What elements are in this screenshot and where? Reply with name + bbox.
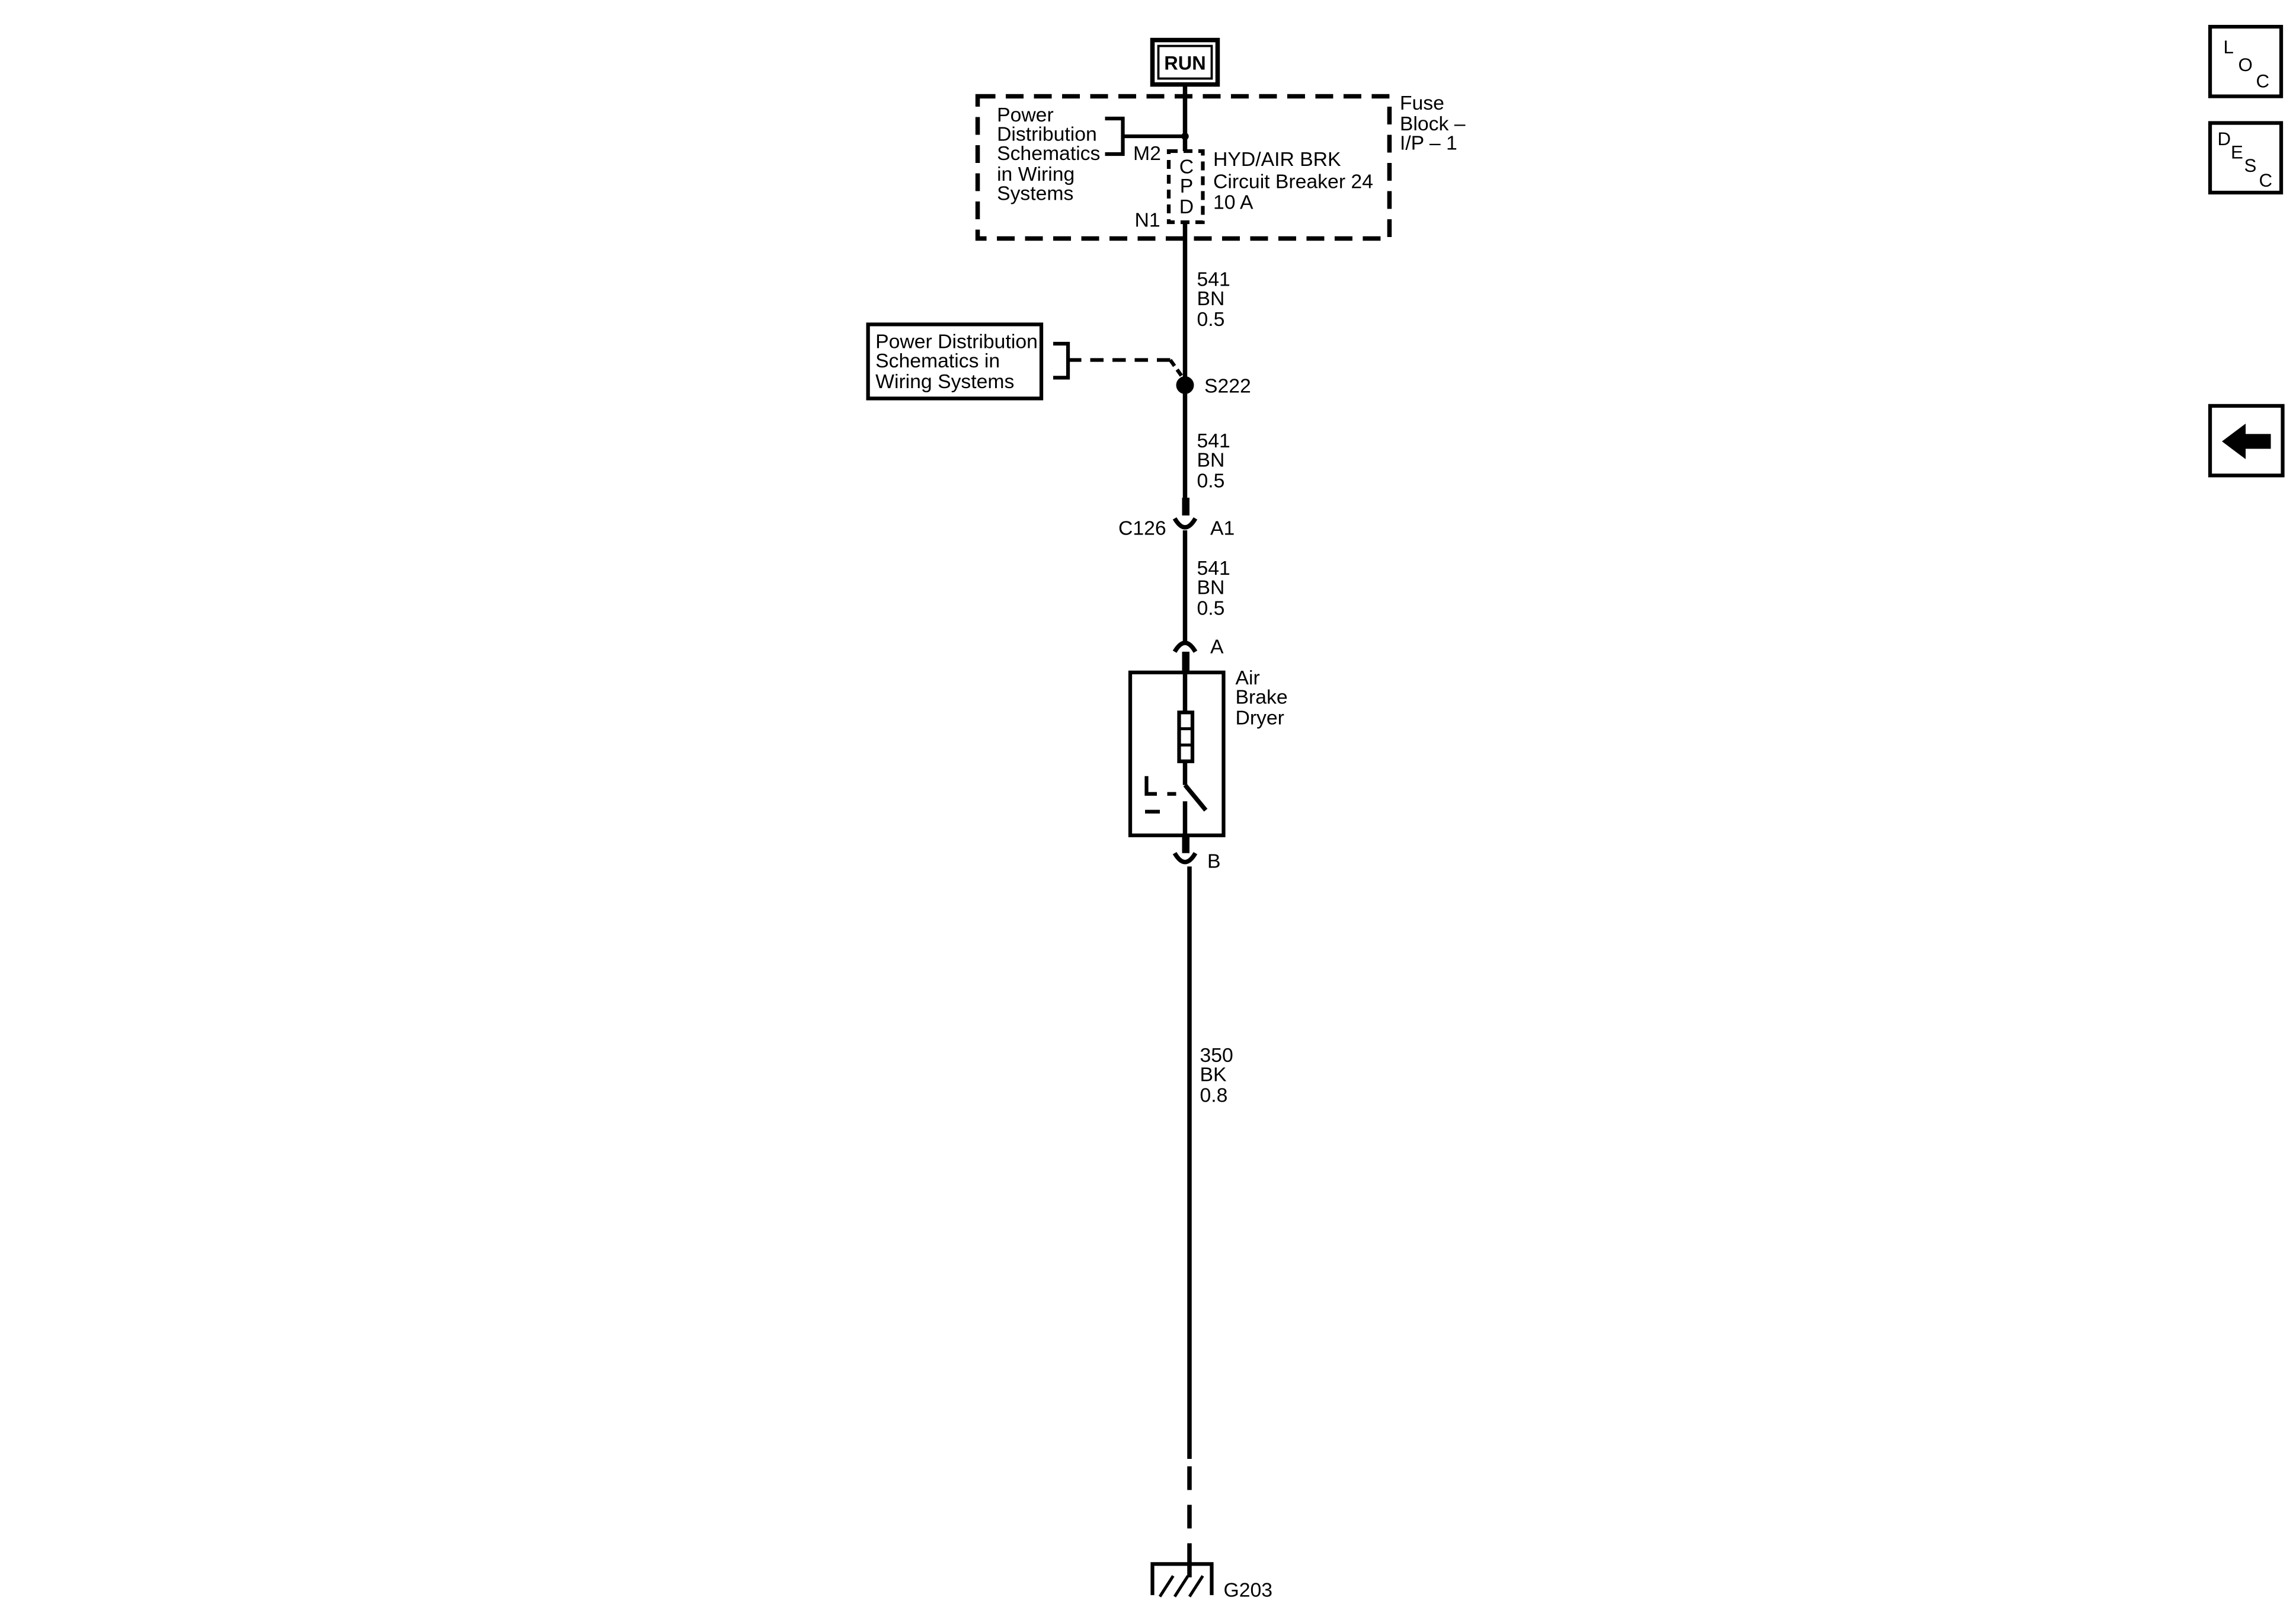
desc-button[interactable]: D E S C — [2208, 121, 2284, 195]
loc-letter-o: O — [2239, 55, 2253, 75]
fuse-block-label-1: Fuse — [1400, 92, 1444, 114]
pin-n1: N1 — [1135, 209, 1160, 232]
power-mode-label: RUN — [1164, 53, 1205, 74]
ground-g203: G203 — [1150, 1562, 1272, 1601]
breaker-label-3: 10 A — [1213, 191, 1253, 214]
wire-label-1: 541 BN 0.5 — [1197, 268, 1230, 330]
desc-letter-d: D — [2218, 129, 2231, 149]
back-button[interactable] — [2208, 404, 2285, 478]
desc-letter-s: S — [2244, 155, 2257, 176]
breaker-label-2: Circuit Breaker 24 — [1213, 171, 1373, 193]
svg-text:BN: BN — [1197, 287, 1224, 310]
wire-label-2: 541 BN 0.5 — [1197, 430, 1230, 492]
breaker-label-1: HYD/AIR BRK — [1213, 148, 1341, 171]
loc-letter-l: L — [2224, 37, 2234, 57]
pd-ref-line-3: Schematics — [997, 142, 1100, 165]
desc-letter-c: C — [2259, 170, 2273, 191]
svg-text:541: 541 — [1197, 268, 1230, 290]
cpd-letter-c: C — [1179, 156, 1194, 178]
component-pin-b: B — [1207, 850, 1221, 873]
pd-splice-line-2: Schematics in — [875, 350, 1000, 372]
fuse-block-label-2: Block – — [1400, 113, 1466, 135]
power-mode-box: RUN — [1150, 37, 1220, 87]
component-name-2: Brake — [1235, 686, 1287, 708]
pd-ref-line-1: Power — [997, 104, 1054, 126]
svg-text:BK: BK — [1200, 1064, 1227, 1086]
fuse-block-label-3: I/P – 1 — [1400, 132, 1457, 155]
power-distribution-ref-fuse: Power Distribution Schematics in Wiring … — [997, 104, 1189, 205]
component-pin-a: A — [1210, 635, 1224, 658]
power-distribution-ref-splice: Power Distribution Schematics in Wiring … — [866, 322, 1187, 401]
pd-splice-line-1: Power Distribution — [875, 330, 1038, 353]
svg-text:BN: BN — [1197, 449, 1224, 471]
svg-text:541: 541 — [1197, 557, 1230, 580]
heater-element — [1177, 710, 1195, 763]
cpd-letter-p: P — [1180, 175, 1194, 197]
svg-text:0.5: 0.5 — [1197, 308, 1224, 331]
wire-label-4: 350 BK 0.8 — [1200, 1044, 1233, 1106]
loc-button[interactable]: L O C — [2208, 24, 2284, 98]
pd-ref-line-4: in Wiring — [997, 163, 1075, 185]
loc-letter-c: C — [2256, 71, 2270, 92]
pd-ref-line-2: Distribution — [997, 123, 1097, 146]
circuit-breaker: C P D M2 N1 HYD/AIR BRK Circuit Breaker … — [1133, 136, 1373, 232]
pd-ref-line-5: Systems — [997, 183, 1073, 205]
left-arrow-icon — [2222, 423, 2271, 459]
ground-id: G203 — [1223, 1579, 1272, 1601]
pin-m2: M2 — [1133, 142, 1161, 165]
component-name-3: Dryer — [1235, 706, 1284, 729]
connector-pin: A1 — [1210, 517, 1235, 539]
svg-text:BN: BN — [1197, 576, 1224, 598]
pd-splice-line-3: Wiring Systems — [875, 370, 1014, 393]
cpd-letter-d: D — [1179, 196, 1194, 218]
component-name-1: Air — [1235, 667, 1259, 689]
svg-text:0.8: 0.8 — [1200, 1084, 1227, 1107]
svg-text:350: 350 — [1200, 1044, 1233, 1067]
splice-id: S222 — [1204, 375, 1251, 397]
splice-s222: S222 — [1176, 375, 1251, 397]
connector-id: C126 — [1118, 517, 1166, 539]
svg-text:0.5: 0.5 — [1197, 597, 1224, 619]
thermostat-switch — [1183, 783, 1208, 812]
desc-letter-e: E — [2231, 142, 2243, 163]
connector-c126: C126 A1 — [1118, 497, 1235, 539]
air-brake-dryer: A Air Brake Dryer B — [1128, 635, 1288, 873]
svg-text:0.5: 0.5 — [1197, 469, 1224, 492]
svg-text:541: 541 — [1197, 430, 1230, 452]
wire-label-3: 541 BN 0.5 — [1197, 557, 1230, 619]
